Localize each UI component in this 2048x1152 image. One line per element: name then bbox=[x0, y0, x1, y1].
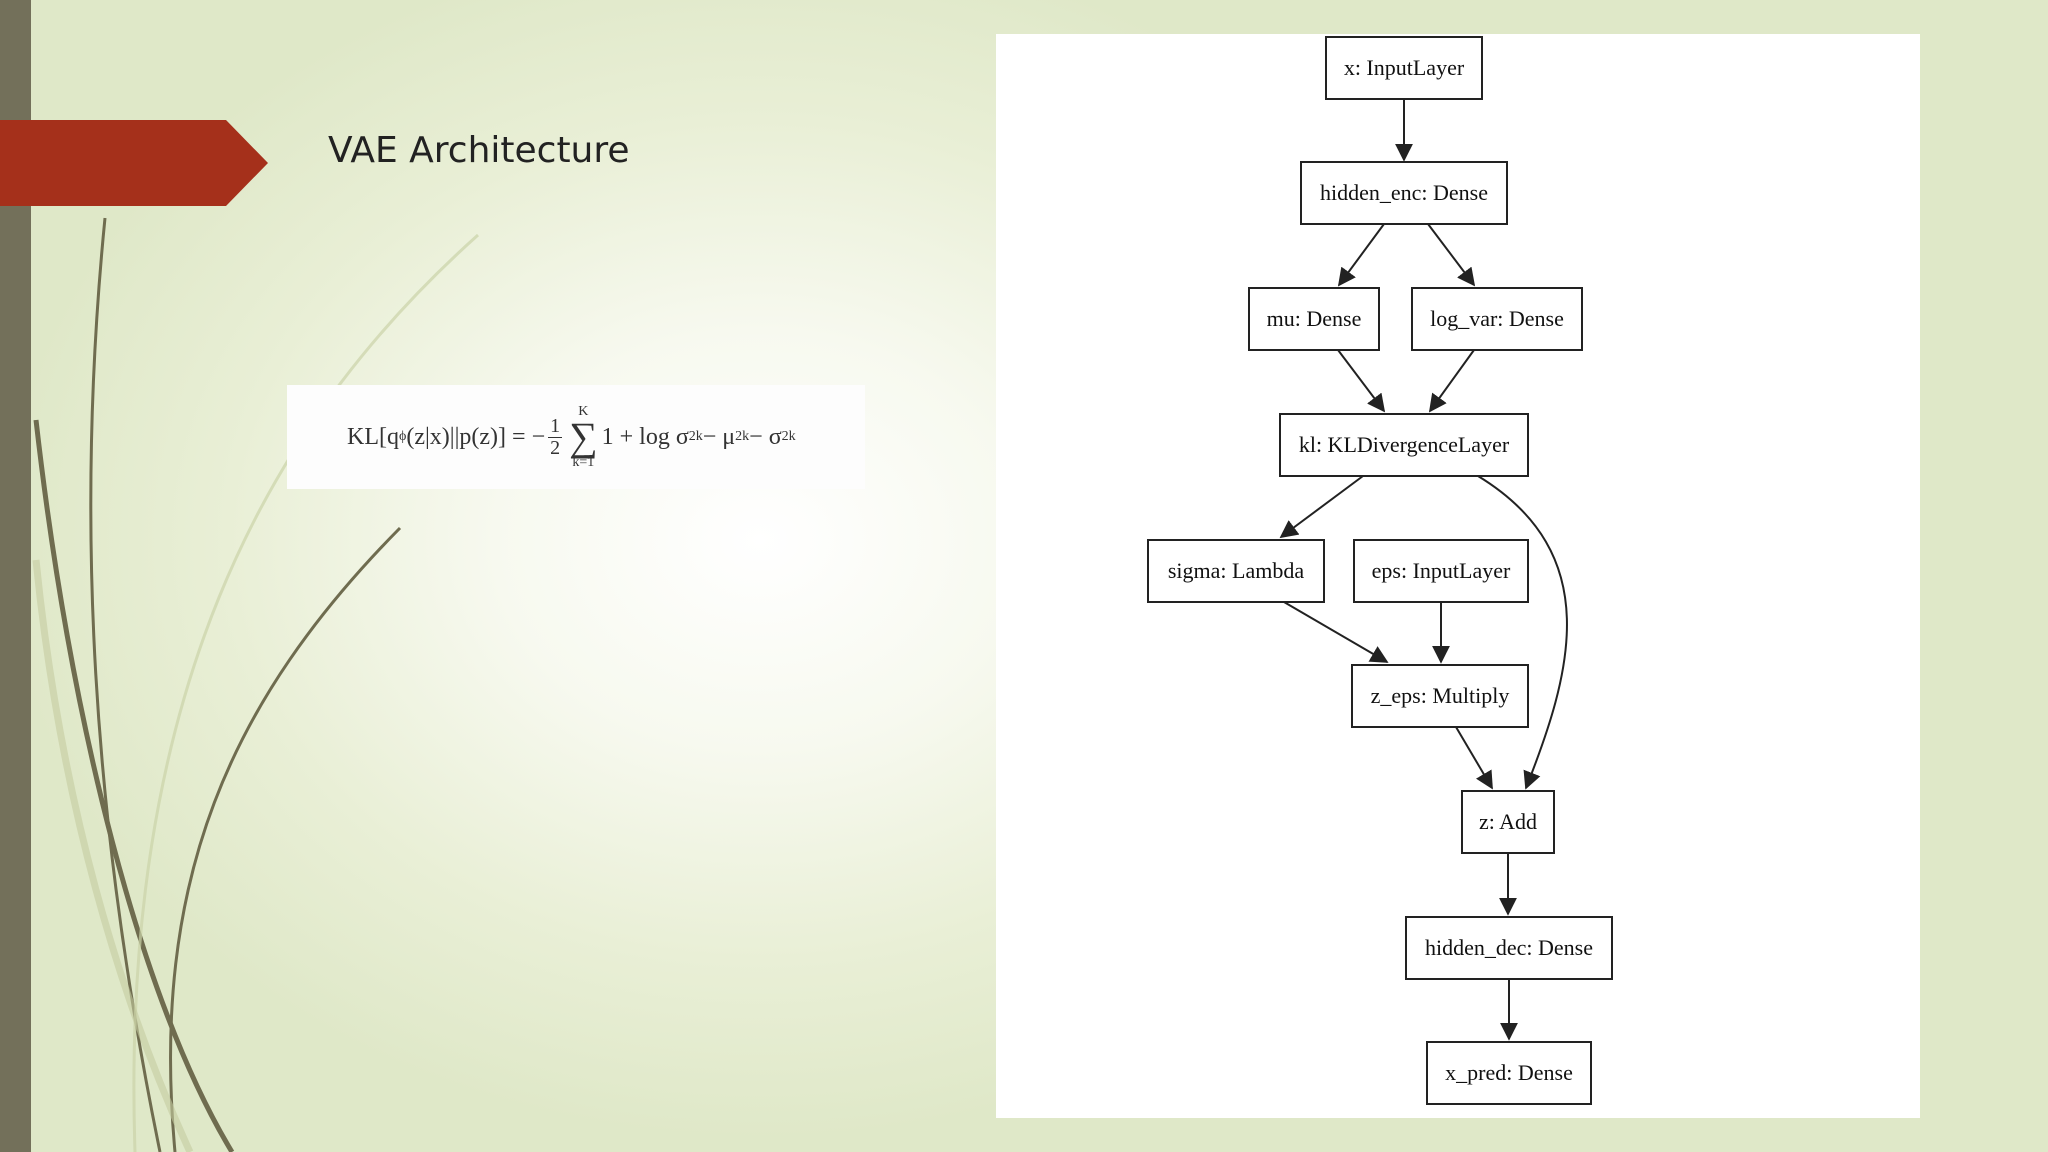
model-architecture-diagram: x: InputLayer hidden_enc: Dense mu: Dense l… bbox=[996, 34, 1920, 1118]
sum-lower-limit: k=1 bbox=[572, 455, 595, 470]
node-box bbox=[1411, 287, 1583, 351]
node-label: hidden_enc: Dense bbox=[1320, 180, 1488, 205]
edge-sigma-to-z-eps bbox=[1283, 601, 1389, 663]
node-box bbox=[1461, 790, 1555, 854]
edge-kl-to-z bbox=[1477, 475, 1568, 790]
node-x: x: InputLayer bbox=[1325, 36, 1483, 100]
node-box bbox=[1325, 36, 1483, 100]
node-x-pred: x_pred: Dense bbox=[1426, 1041, 1592, 1105]
node-box bbox=[1426, 1041, 1592, 1105]
edge-z-eps-to-z bbox=[1455, 726, 1493, 790]
node-box bbox=[1353, 539, 1529, 603]
exp-2: 2 bbox=[688, 429, 696, 444]
node-z: z: Add bbox=[1461, 790, 1555, 854]
sum-upper-limit: K bbox=[578, 403, 589, 419]
slide-title: VAE Architecture bbox=[328, 130, 630, 171]
edge-hidden-enc-to-mu bbox=[1337, 223, 1385, 287]
node-hidden-enc: hidden_enc: Dense bbox=[1300, 161, 1508, 225]
edge-hidden-enc-to-log-var bbox=[1427, 223, 1476, 287]
node-label: mu: Dense bbox=[1267, 306, 1362, 331]
node-label: sigma: Lambda bbox=[1168, 558, 1304, 583]
formula-term-sigma: − σ bbox=[749, 423, 782, 450]
node-log-var: log_var: Dense bbox=[1411, 287, 1583, 351]
sub-k: k bbox=[742, 429, 750, 444]
node-box bbox=[1351, 664, 1529, 728]
title-accent-tag bbox=[0, 120, 268, 206]
edge-kl-to-sigma bbox=[1279, 475, 1364, 539]
sum-symbol: ∑ bbox=[569, 414, 598, 459]
node-box bbox=[1405, 916, 1613, 980]
sub-k: k bbox=[788, 429, 796, 444]
node-label: hidden_dec: Dense bbox=[1425, 935, 1593, 960]
edge-log-var-to-kl bbox=[1428, 349, 1475, 413]
node-label: z: Add bbox=[1479, 809, 1537, 834]
node-kl: kl: KLDivergenceLayer bbox=[1279, 413, 1529, 477]
node-label: z_eps: Multiply bbox=[1371, 683, 1510, 708]
node-sigma: sigma: Lambda bbox=[1147, 539, 1325, 603]
edge-mu-to-kl bbox=[1337, 349, 1386, 413]
node-z-eps: z_eps: Multiply bbox=[1351, 664, 1529, 728]
node-eps: eps: InputLayer bbox=[1353, 539, 1529, 603]
formula-lhs-sub: ϕ bbox=[398, 429, 407, 444]
node-box bbox=[1279, 413, 1529, 477]
formula-fraction: 1 2 bbox=[548, 414, 563, 459]
node-mu: mu: Dense bbox=[1248, 287, 1380, 351]
diagram-nodes: x: InputLayer hidden_enc: Dense mu: Dense l… bbox=[1147, 36, 1613, 1105]
node-box bbox=[1147, 539, 1325, 603]
formula-lhs-rest: (z|x)||p(z)] = − bbox=[406, 423, 546, 450]
node-box bbox=[1300, 161, 1508, 225]
node-label: kl: KLDivergenceLayer bbox=[1299, 432, 1510, 457]
sub-k: k bbox=[695, 429, 703, 444]
node-box bbox=[1248, 287, 1380, 351]
formula-term-log-sigma: 1 + log σ bbox=[601, 423, 689, 450]
fraction-numerator: 1 bbox=[548, 414, 563, 438]
node-hidden-dec: hidden_dec: Dense bbox=[1405, 916, 1613, 980]
node-label: eps: InputLayer bbox=[1372, 558, 1511, 583]
node-label: x: InputLayer bbox=[1344, 55, 1465, 80]
formula-sum: K ∑ k=1 bbox=[569, 403, 598, 470]
formula-lhs: KL[q bbox=[347, 423, 399, 450]
decorative-grass-lines bbox=[32, 217, 480, 1152]
diagram-canvas: x: InputLayer hidden_enc: Dense mu: Dense l… bbox=[1147, 36, 1613, 1105]
formula-term-mu: − μ bbox=[702, 423, 736, 450]
exp-2: 2 bbox=[735, 429, 743, 444]
node-label: x_pred: Dense bbox=[1445, 1060, 1573, 1085]
fraction-denominator: 2 bbox=[550, 436, 561, 459]
node-label: log_var: Dense bbox=[1430, 306, 1564, 331]
diagram-edges bbox=[1279, 99, 1568, 1041]
exp-2: 2 bbox=[781, 429, 789, 444]
